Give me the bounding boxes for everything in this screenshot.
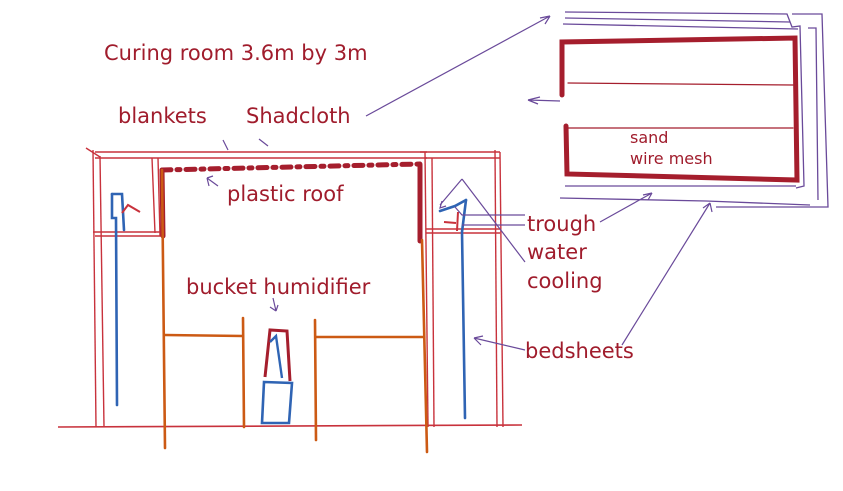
right-wall-frame <box>420 149 504 428</box>
plastic-roof <box>159 161 423 173</box>
label-water: water <box>527 240 587 264</box>
bucket <box>260 380 294 425</box>
label-cooling: cooling <box>527 269 603 293</box>
pointer-arrows <box>206 138 526 351</box>
bucket-humidifier <box>260 328 294 425</box>
ground-line <box>57 424 523 428</box>
left-wall-frame <box>85 147 427 428</box>
label-sand: sand <box>630 128 668 147</box>
label-trough: trough <box>527 212 596 236</box>
detail-pointer-lines <box>599 192 713 346</box>
label-shadcloth: Shadcloth <box>246 104 351 128</box>
shadcloth-to-detail-arrow <box>365 15 551 117</box>
interior-stand <box>160 168 429 454</box>
right-trough-dripper <box>443 211 459 232</box>
left-trough-dripper <box>121 203 141 214</box>
label-plastic-roof: plastic roof <box>227 182 344 206</box>
diagram-title: Curing room 3.6m by 3m <box>104 41 368 65</box>
right-water-trough <box>438 198 468 420</box>
trough-detail-outline <box>527 11 829 208</box>
trough-detail-inner <box>559 35 800 183</box>
left-water-trough <box>110 192 126 407</box>
label-bucket-humidifier: bucket humidifier <box>186 275 371 299</box>
humidifier-tube-inner <box>269 333 284 379</box>
humidifier-tube <box>263 328 292 382</box>
label-blankets: blankets <box>118 104 207 128</box>
label-wire-mesh: wire mesh <box>630 149 713 168</box>
label-bedsheets: bedsheets <box>525 339 634 363</box>
